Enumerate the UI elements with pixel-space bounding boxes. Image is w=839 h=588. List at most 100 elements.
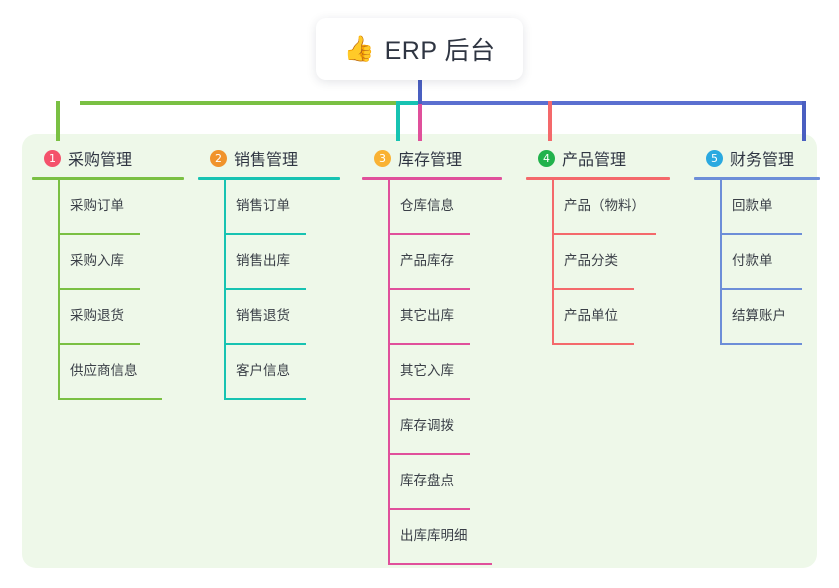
branch-item-label: 产品（物料） [564,198,645,213]
branch-item-rule [58,343,140,345]
branch-item-rule [552,288,634,290]
branch-item[interactable]: 产品分类 [526,235,670,290]
root-node[interactable]: 👍 ERP 后台 [316,18,523,80]
branch-item-rule [388,343,470,345]
branch-item[interactable]: 库存调拨 [362,400,502,455]
branch-item-rule [224,398,306,400]
branch-badge-1: 1 [44,149,61,167]
branch-item-label: 采购入库 [70,253,124,268]
branch-item-label: 仓库信息 [400,198,454,213]
branch-item[interactable]: 供应商信息 [32,345,184,400]
branch-item-label: 结算账户 [732,308,786,323]
branch-item[interactable]: 采购退货 [32,290,184,345]
branch-item-rule [388,508,470,510]
branch-item[interactable]: 产品库存 [362,235,502,290]
branch-column-4: 4 产品管理产品（物料） 产品分类产品单位 [526,146,670,345]
branch-header-3[interactable]: 3 库存管理 [362,146,502,170]
branch-item[interactable]: 其它出库 [362,290,502,345]
branch-trunk-3 [388,180,390,565]
branch-items-3: 仓库信息产品库存其它出库其它入库库存调拨库存盘点出库库明细 [362,180,502,565]
branch-item-label: 产品单位 [564,308,618,323]
branch-items-5: 回款单付款单结算账户 [694,180,820,345]
branch-header-rule-5 [694,177,820,180]
branch-items-2: 销售订单销售出库销售退货客户信息 [198,180,340,400]
branch-item-rule [720,343,802,345]
branch-item-rule [58,233,140,235]
branch-item-rule [552,343,634,345]
drop-connector-5 [802,101,806,141]
branch-title-2: 销售管理 [234,152,299,169]
branch-item-rule [388,288,470,290]
branch-item-rule [720,233,802,235]
branch-item-rule [388,398,470,400]
branch-header-rule-2 [198,177,340,180]
branch-trunk-4 [552,180,554,345]
branch-header-rule-3 [362,177,502,180]
branch-item-rule [224,233,306,235]
root-stem-connector [418,78,422,104]
branch-header-rule-4 [526,177,670,180]
branch-item-label: 销售退货 [236,308,290,323]
branch-badge-5: 5 [706,149,723,167]
branch-item-rule [388,563,492,565]
branch-item[interactable]: 付款单 [694,235,820,290]
branch-item[interactable]: 销售出库 [198,235,340,290]
branch-item-rule [58,288,140,290]
branch-item-rule [388,453,470,455]
branch-title-5: 财务管理 [730,152,795,169]
branch-item[interactable]: 产品单位 [526,290,670,345]
branch-item-label: 库存调拨 [400,418,454,433]
branch-item-label: 库存盘点 [400,473,454,488]
branch-item-label: 付款单 [732,253,773,268]
branch-column-1: 1 采购管理采购订单采购入库采购退货供应商信息 [32,146,184,400]
branch-item[interactable]: 出库库明细 [362,510,502,565]
branch-item[interactable]: 库存盘点 [362,455,502,510]
branch-item[interactable]: 销售退货 [198,290,340,345]
branch-item-rule [224,288,306,290]
branch-item[interactable]: 其它入库 [362,345,502,400]
branch-trunk-5 [720,180,722,345]
branch-column-3: 3 库存管理仓库信息产品库存其它出库其它入库库存调拨库存盘点出库库明细 [362,146,502,565]
branch-title-4: 产品管理 [562,152,627,169]
branch-item-rule [388,233,470,235]
branch-item-label: 销售订单 [236,198,290,213]
branch-item-label: 其它出库 [400,308,454,323]
branch-badge-3: 3 [374,149,391,167]
root-node-label: ERP 后台 [384,37,496,65]
branch-item[interactable]: 产品（物料） [526,180,670,235]
branch-item-label: 出库库明细 [400,528,468,543]
branch-column-2: 2 销售管理销售订单销售出库销售退货客户信息 [198,146,340,400]
branch-item-label: 采购订单 [70,198,124,213]
branch-item-label: 销售出库 [236,253,290,268]
branch-header-2[interactable]: 2 销售管理 [198,146,340,170]
branch-item-label: 其它入库 [400,363,454,378]
branch-header-4[interactable]: 4 产品管理 [526,146,670,170]
branch-header-5[interactable]: 5 财务管理 [694,146,820,170]
drop-connector-4 [548,101,552,141]
branch-item-rule [58,398,162,400]
drop-connector-1 [56,101,60,141]
branch-item-label: 产品分类 [564,253,618,268]
branch-item[interactable]: 采购入库 [32,235,184,290]
diagram-panel-background [22,134,817,568]
branch-item[interactable]: 回款单 [694,180,820,235]
branch-item-label: 供应商信息 [70,363,138,378]
branch-item[interactable]: 销售订单 [198,180,340,235]
branch-items-1: 采购订单采购入库采购退货供应商信息 [32,180,184,400]
branch-header-rule-1 [32,177,184,180]
branch-item-label: 客户信息 [236,363,290,378]
branch-item-label: 回款单 [732,198,773,213]
bar-segment-left-green [80,101,400,105]
branch-item[interactable]: 客户信息 [198,345,340,400]
branch-title-1: 采购管理 [68,152,133,169]
branch-title-3: 库存管理 [398,152,463,169]
branch-item[interactable]: 结算账户 [694,290,820,345]
branch-badge-4: 4 [538,149,555,167]
branch-item[interactable]: 仓库信息 [362,180,502,235]
branch-trunk-2 [224,180,226,400]
drop-connector-3 [418,101,422,141]
branch-header-1[interactable]: 1 采购管理 [32,146,184,170]
branch-item[interactable]: 采购订单 [32,180,184,235]
branch-badge-2: 2 [210,149,227,167]
